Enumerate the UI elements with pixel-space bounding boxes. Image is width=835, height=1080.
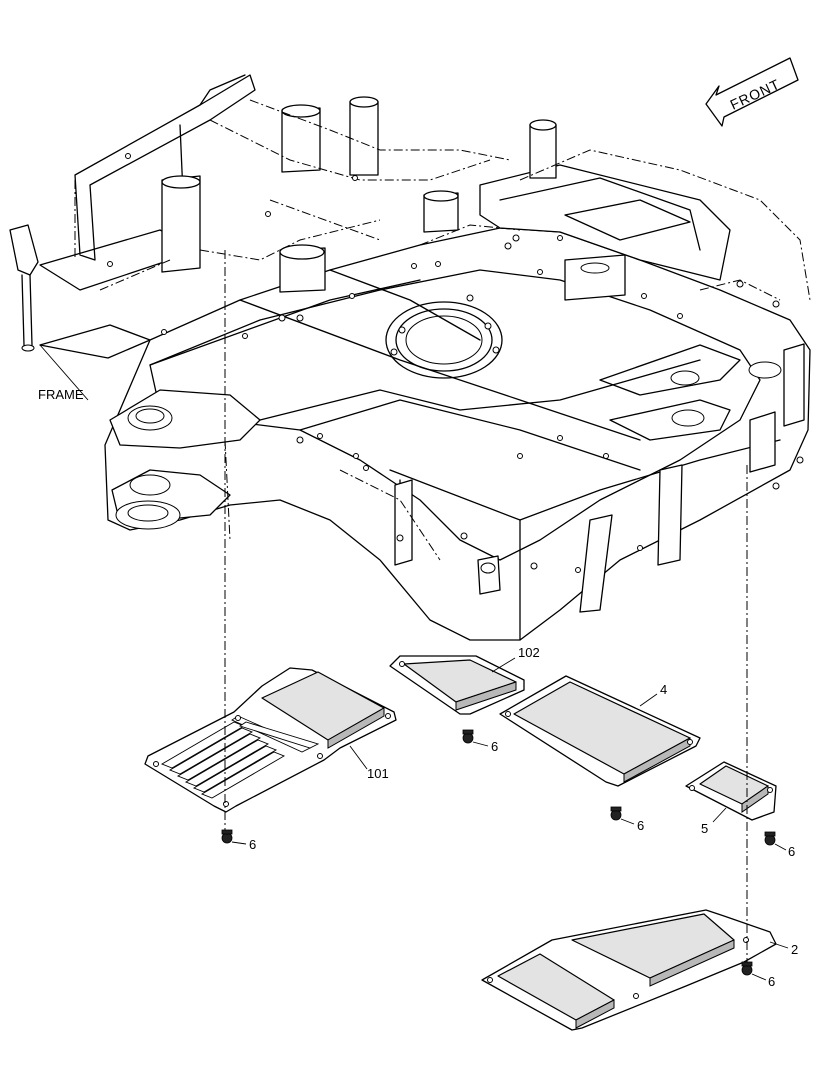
bolt-label-e: 6 xyxy=(768,974,775,989)
vent-slots xyxy=(160,715,320,799)
front-label: FRONT xyxy=(728,76,783,113)
bolt-icon-a xyxy=(221,829,233,844)
part-102-plate xyxy=(389,655,525,715)
front-arrow-icon: FRONT xyxy=(705,57,799,127)
upper-frame xyxy=(9,74,811,641)
part-5-plate xyxy=(685,761,777,821)
bolt-label-c: 6 xyxy=(637,818,644,833)
bolt-icon-c xyxy=(610,806,622,821)
leader-lines xyxy=(39,344,789,981)
part-5-label: 5 xyxy=(701,821,708,836)
frame-label: FRAME xyxy=(38,387,84,402)
bolt-label-a: 6 xyxy=(249,837,256,852)
part-2-plate xyxy=(481,909,777,1031)
part-4-plate xyxy=(499,675,701,787)
part-102-label: 102 xyxy=(518,645,540,660)
part-2-label: 2 xyxy=(791,942,798,957)
bolt-icon-d xyxy=(764,831,776,846)
part-4-label: 4 xyxy=(660,682,667,697)
part-101-cover xyxy=(144,667,397,813)
bolt-icon-e xyxy=(741,961,753,976)
frame-holes xyxy=(107,153,804,573)
part-101-label: 101 xyxy=(367,766,389,781)
bolt-label-d: 6 xyxy=(788,844,795,859)
bolt-label-b: 6 xyxy=(491,739,498,754)
bolt-icon-b xyxy=(462,729,474,744)
